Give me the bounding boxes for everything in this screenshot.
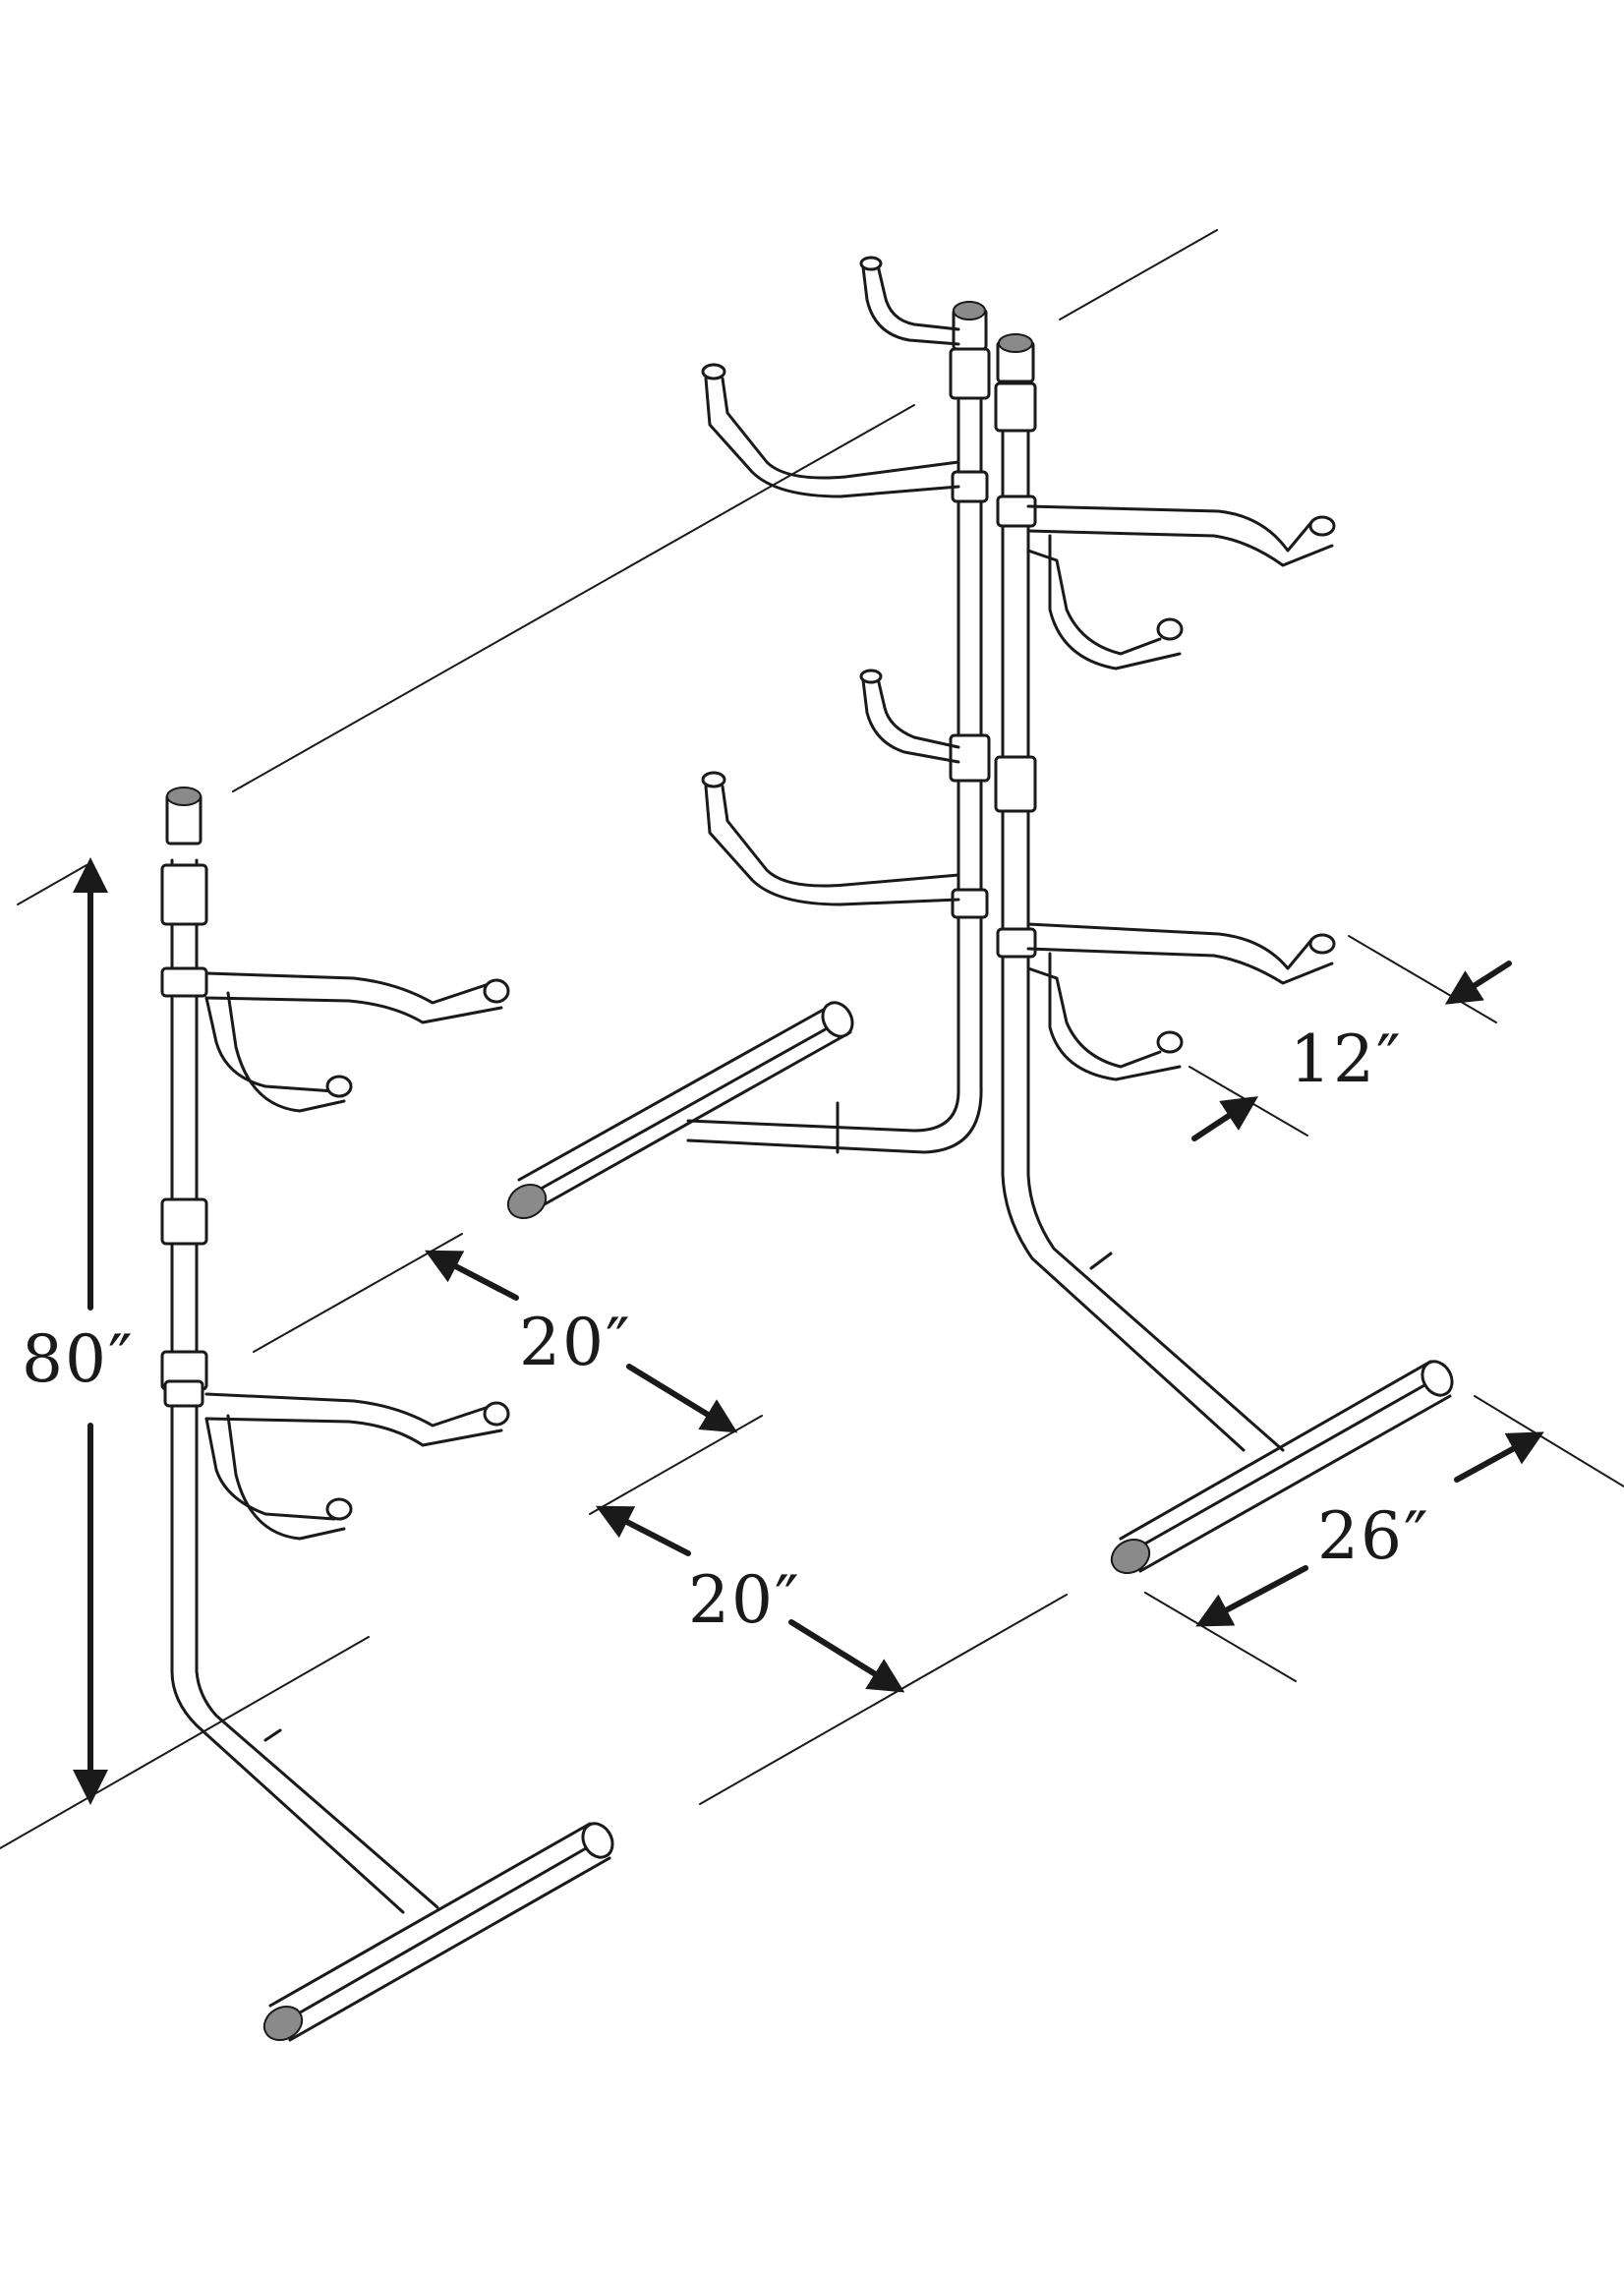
dimension-arrows [73,857,1544,1805]
rear-left-base [506,1001,983,1220]
depth-mid-arrow-left [595,1505,691,1556]
height-label: 80″ [22,1321,135,1397]
hook-spacing-arrow-bottom [1191,1096,1259,1141]
front-post-assembly [160,787,208,1673]
depth-front-arrow-right [626,1364,738,1433]
base-width-arrow-right [1454,1431,1544,1483]
rear-right-base [1001,1173,1454,1575]
depth-mid-arrow-right [788,1619,905,1693]
depth-mid-label: 20″ [688,1562,801,1638]
depth-front-arrow-left [425,1250,519,1301]
hook-spacing-arrow-top [1444,961,1512,1005]
base-width-arrow-left [1195,1565,1308,1627]
rear-post-assembly [949,301,1037,1177]
rear-hooks [701,256,1336,1081]
depth-front-label: 20″ [519,1305,632,1380]
hook-spacing-label: 12″ [1290,1021,1403,1097]
front-base [170,1669,614,2042]
front-hooks [204,971,510,1541]
base-width-label: 26″ [1317,1498,1430,1574]
extension-lines [0,229,1624,1849]
dimension-labels: 80″ 12″ 20″ 20″ 26″ [22,1021,1430,1638]
